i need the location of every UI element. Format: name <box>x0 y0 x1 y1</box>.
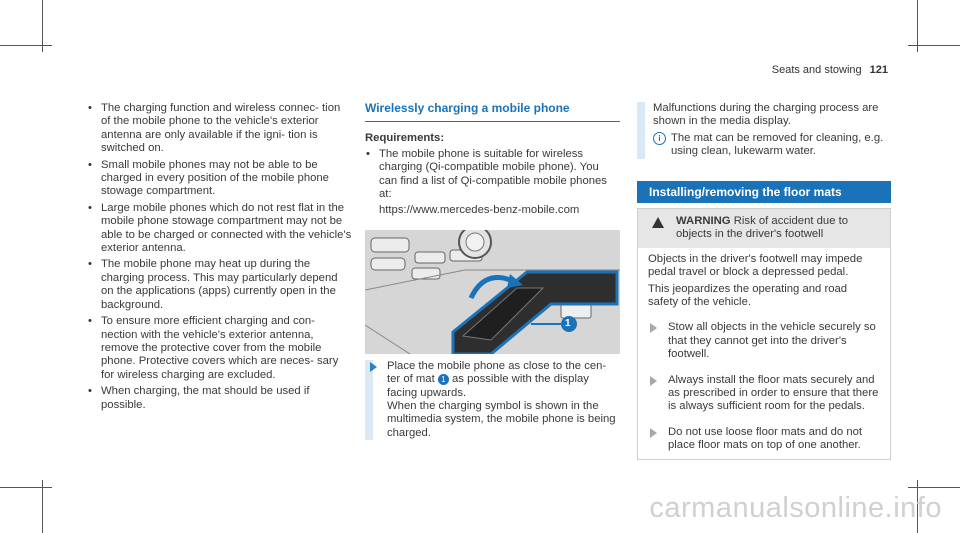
crop-mark <box>0 487 52 488</box>
warning-step: Stow all objects in the vehicle securely… <box>648 321 880 361</box>
qi-url: https://www.mercedes-benz-mobile.com <box>379 204 580 217</box>
list-item: The mobile phone may heat up during the … <box>87 258 352 312</box>
warning-paragraph: This jeopardizes the operating and road … <box>648 282 848 309</box>
illustration-callout-label: 1 <box>565 317 571 329</box>
warning-step: Always install the floor mats securely a… <box>648 374 880 414</box>
step-item: Place the mobile phone as close to the c… <box>365 360 620 440</box>
crop-mark <box>917 480 918 533</box>
warning-title: Risk of accident due to objects in the d… <box>676 215 849 241</box>
step-bar <box>365 359 373 441</box>
note-bar <box>637 102 645 159</box>
list-item: To ensure more efficient charging and co… <box>87 315 352 382</box>
callout-1-icon: 1 <box>437 373 449 385</box>
warning-word: WARNING <box>676 215 731 227</box>
watermark: carmanualsonline.info <box>649 492 942 524</box>
warning-step-text: Do not use loose floor mats and do not p… <box>668 425 863 452</box>
list-item: When charging, the mat should be used if… <box>87 385 352 412</box>
warning-body: Objects in the driver's footwell may imp… <box>638 248 890 459</box>
warning-step: Do not use loose floor mats and do not p… <box>648 426 880 453</box>
warning-paragraph: Objects in the driver's footwell may imp… <box>648 252 863 279</box>
step-arrow-icon <box>370 361 377 372</box>
list-item: Large mobile phones which do not rest fl… <box>87 202 352 256</box>
section-banner: Installing/removing the floor mats <box>637 181 891 203</box>
warning-box: WARNING Risk of accident due to objects … <box>637 208 891 460</box>
step-text-3: When the charging symbol is shown in the… <box>387 400 616 439</box>
middle-column: Wirelessly charging a mobile phone Requi… <box>365 101 620 441</box>
step-text-2: as possible with the display facing upwa… <box>387 373 589 399</box>
step-block: Place the mobile phone as close to the c… <box>365 359 620 441</box>
info-text: The mat can be removed for cleaning, e.g… <box>671 131 884 158</box>
info-note: i The mat can be removed for cleaning, e… <box>653 131 891 159</box>
section-heading: Wirelessly charging a mobile phone <box>365 101 620 123</box>
info-icon: i <box>653 131 666 145</box>
crop-mark <box>917 0 918 52</box>
page-header: Seats and stowing 121 <box>772 64 888 76</box>
warning-step-text: Stow all objects in the vehicle securely… <box>668 321 876 361</box>
warning-header: WARNING Risk of accident due to objects … <box>638 209 890 248</box>
requirement-item: The mobile phone is suitable for wireles… <box>365 148 620 202</box>
charging-mat-illustration: 1 <box>365 229 620 354</box>
step-arrow-icon <box>650 375 657 386</box>
crop-mark <box>42 480 43 533</box>
requirements-label: Requirements: <box>365 132 445 145</box>
warning-step-text: Always install the floor mats securely a… <box>668 373 879 413</box>
right-column: Malfunctions during the charging process… <box>637 102 891 159</box>
list-item: The charging function and wireless conne… <box>87 102 352 156</box>
left-column: The charging function and wireless conne… <box>87 102 352 415</box>
crop-mark <box>0 45 52 46</box>
warning-triangle-icon <box>652 217 664 228</box>
page-number: 121 <box>869 64 888 76</box>
section-title: Seats and stowing <box>771 64 862 76</box>
crop-mark <box>908 45 960 46</box>
step-arrow-icon <box>650 427 657 438</box>
malfunction-note: Malfunctions during the charging process… <box>637 102 891 159</box>
crop-mark <box>42 0 43 52</box>
step-text-1: Place the mobile phone as close to the c… <box>387 359 607 386</box>
list-item: Small mobile phones may not be able to b… <box>87 159 352 199</box>
crop-mark <box>908 487 960 488</box>
step-arrow-icon <box>650 323 657 334</box>
center-console-drawing <box>365 229 620 354</box>
malfunction-text: Malfunctions during the charging process… <box>653 102 879 128</box>
